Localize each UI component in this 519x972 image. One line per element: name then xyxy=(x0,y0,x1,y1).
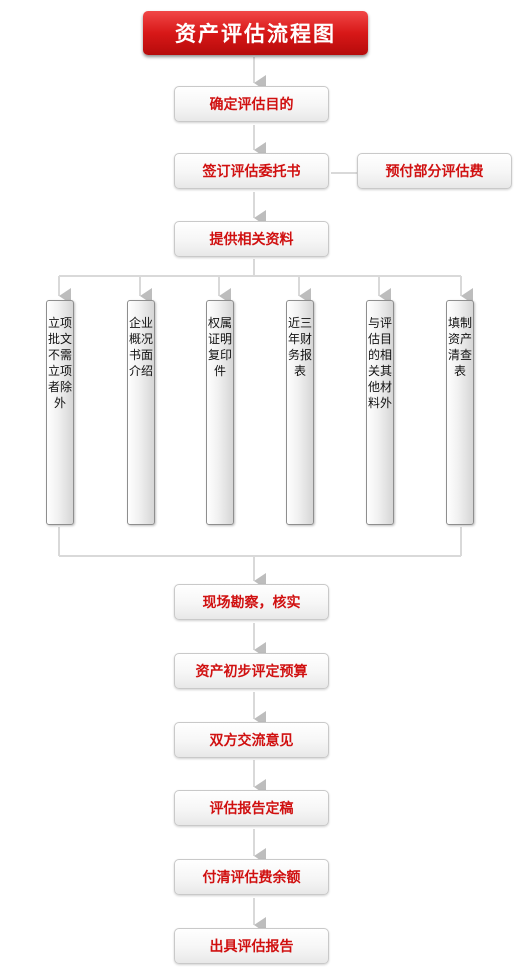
doc-label: 企业概况 书面介绍 xyxy=(128,316,161,378)
step-exchange-opinions: 双方交流意见 xyxy=(174,722,329,758)
doc-label: 与评估目的相关其他材料外 xyxy=(367,316,392,410)
doc-project-approval: 立项批文 不需立项者除外 xyxy=(46,300,74,525)
doc-label: 近三年财务报表 xyxy=(287,316,312,378)
step-issue-report: 出具评估报告 xyxy=(174,928,329,964)
flowchart-title: 资产评估流程图 xyxy=(143,11,368,55)
doc-asset-inventory: 填制资产清查表 xyxy=(446,300,474,525)
doc-financial-statements: 近三年财务报表 xyxy=(286,300,314,525)
step-pay-balance: 付清评估费余额 xyxy=(174,859,329,895)
step-site-inspection: 现场勘察，核实 xyxy=(174,584,329,620)
doc-label: 立项批文 不需立项者除外 xyxy=(47,316,80,410)
step-determine-purpose: 确定评估目的 xyxy=(174,86,329,122)
step-provide-materials: 提供相关资料 xyxy=(174,221,329,257)
step-sign-commission: 签订评估委托书 xyxy=(174,153,329,189)
step-preliminary-estimate: 资产初步评定预算 xyxy=(174,653,329,689)
doc-ownership-proof: 权属证明 复印件 xyxy=(206,300,234,525)
doc-label: 填制资产清查表 xyxy=(447,316,472,378)
doc-other-materials: 与评估目的相关其他材料外 xyxy=(366,300,394,525)
step-finalize-report: 评估报告定稿 xyxy=(174,790,329,826)
doc-company-profile: 企业概况 书面介绍 xyxy=(127,300,155,525)
doc-label: 权属证明 复印件 xyxy=(207,316,240,378)
step-prepay-fee: 预付部分评估费 xyxy=(357,153,512,189)
